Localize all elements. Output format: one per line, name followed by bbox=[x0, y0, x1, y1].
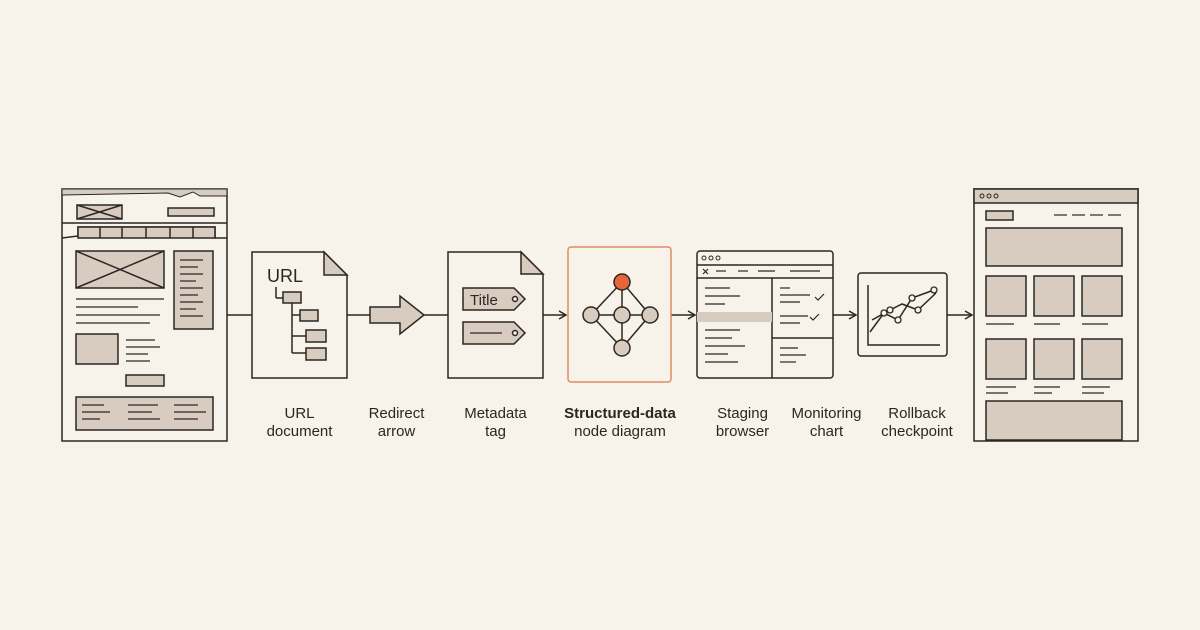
url-doc-text: URL bbox=[267, 266, 303, 286]
label-metadata-tag-line1: Metadata bbox=[464, 405, 527, 422]
label-metadata-tag: Metadata tag bbox=[443, 405, 548, 441]
clean-webpage-icon bbox=[973, 188, 1139, 442]
label-rollback-checkpoint: Rollback checkpoint bbox=[862, 405, 972, 441]
label-metadata-tag-line2: tag bbox=[485, 423, 506, 440]
redirect-arrow-icon bbox=[369, 294, 426, 336]
browser-window-icon bbox=[696, 250, 834, 379]
label-structured-data-line2: node diagram bbox=[574, 423, 666, 440]
line-chart-icon bbox=[857, 272, 948, 357]
label-monitoring-chart-line1: Monitoring bbox=[791, 405, 862, 422]
label-staging-browser-line2: browser bbox=[715, 423, 770, 440]
label-url-document-line1: URL bbox=[284, 405, 315, 422]
label-redirect-arrow-line2: arrow bbox=[377, 423, 416, 440]
tag-icon: Title bbox=[447, 250, 545, 379]
tag-title-text: Title bbox=[470, 292, 498, 309]
label-url-document-line2: document bbox=[266, 423, 333, 440]
root-node bbox=[613, 273, 631, 291]
label-staging-browser-line1: Staging bbox=[717, 405, 768, 422]
label-monitoring-chart-line2: chart bbox=[809, 423, 844, 440]
node-graph-icon bbox=[567, 246, 672, 383]
document-tree-icon: URL bbox=[251, 250, 349, 379]
label-redirect-arrow: Redirect arrow bbox=[344, 405, 449, 441]
label-monitoring-chart: Monitoring chart bbox=[774, 405, 879, 441]
damaged-webpage-icon bbox=[61, 188, 228, 442]
label-redirect-arrow-line1: Redirect bbox=[368, 405, 425, 422]
label-rollback-checkpoint-line1: Rollback bbox=[888, 405, 946, 422]
label-rollback-checkpoint-line2: checkpoint bbox=[881, 423, 953, 440]
label-url-document: URL document bbox=[247, 405, 352, 441]
label-structured-data-line1: Structured-data bbox=[564, 405, 676, 422]
label-staging-browser: Staging browser bbox=[690, 405, 795, 441]
label-structured-data: Structured-data node diagram bbox=[555, 405, 685, 441]
